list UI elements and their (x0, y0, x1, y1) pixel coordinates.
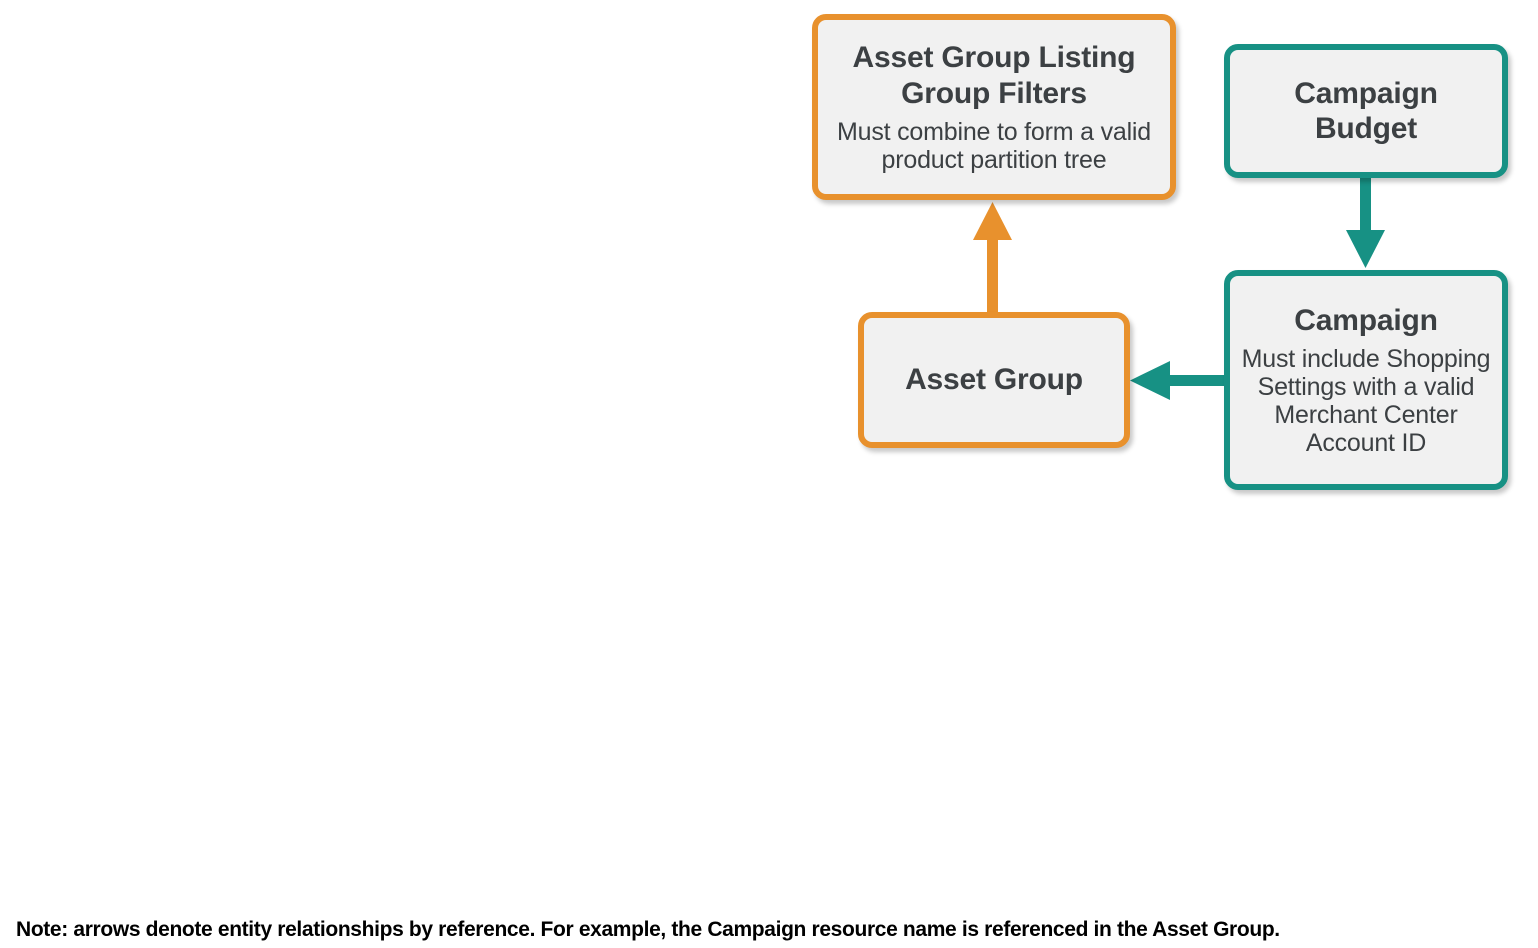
node-campaign[interactable]: Campaign Must include Shopping Settings … (1224, 270, 1508, 490)
node-asset-group-listing-group-filters[interactable]: Asset Group Listing Group Filters Must c… (812, 14, 1176, 200)
node-subtitle: Must include Shopping Settings with a va… (1241, 345, 1491, 458)
arrow-asset-group-to-listing-filters (973, 202, 1012, 314)
arrow-campaign-to-asset-group (1130, 361, 1226, 400)
node-title: Asset Group Listing Group Filters (852, 41, 1136, 110)
node-title: Campaign Budget (1294, 76, 1438, 145)
node-title: Asset Group (905, 363, 1083, 397)
node-campaign-budget[interactable]: Campaign Budget (1224, 44, 1508, 178)
diagram-note: Note: arrows denote entity relationships… (16, 918, 1280, 941)
node-title: Campaign (1294, 303, 1438, 337)
node-asset-group[interactable]: Asset Group (858, 312, 1130, 448)
node-subtitle: Must combine to form a valid product par… (837, 117, 1151, 174)
arrow-campaign-budget-to-campaign (1346, 178, 1385, 268)
